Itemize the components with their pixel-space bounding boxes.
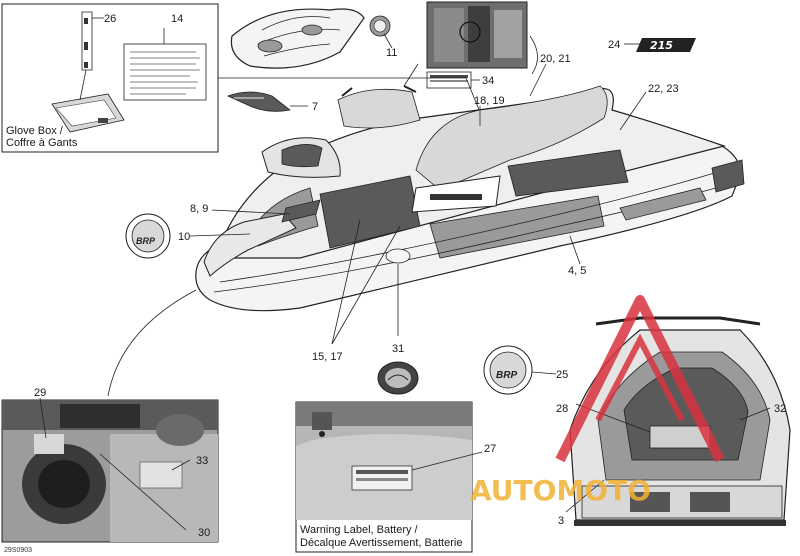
brp-logo-11: 11 bbox=[369, 15, 397, 59]
watermark: AUTOMOTO bbox=[470, 295, 725, 507]
glove-box-inset: 26 14 Glove Box / Coffre à Gants bbox=[1, 3, 219, 153]
decal-215: 215 24 bbox=[608, 38, 696, 52]
callout-30: 30 bbox=[198, 527, 210, 539]
warning-label-inset: 27 Warning Label, Battery / Décalque Ave… bbox=[295, 401, 496, 553]
warning-caption-line1: Warning Label, Battery / bbox=[300, 524, 419, 536]
warning-caption-line2: Décalque Avertissement, Batterie bbox=[300, 537, 462, 549]
callout-27: 27 bbox=[484, 443, 496, 455]
callout-11: 11 bbox=[386, 47, 397, 59]
watercraft-rear-view bbox=[569, 316, 791, 526]
battery-photo-inset: 29 33 30 bbox=[1, 387, 219, 543]
callout-15-17: 15, 17 bbox=[312, 351, 343, 363]
callout-24: 24 bbox=[608, 39, 620, 51]
diagram-code: 29S0903 bbox=[4, 547, 32, 554]
glove-box-caption-line1: Glove Box / bbox=[6, 125, 64, 137]
callout-33: 33 bbox=[196, 455, 208, 467]
callout-25: 25 bbox=[556, 369, 568, 381]
callout-26: 26 bbox=[104, 13, 116, 25]
round-decal-31 bbox=[377, 361, 419, 395]
callout-22-23: 22, 23 bbox=[648, 83, 679, 95]
engine-inset: 34 bbox=[426, 1, 528, 89]
decal-215-text: 215 bbox=[650, 39, 673, 52]
callout-32: 32 bbox=[774, 403, 786, 415]
callout-29: 29 bbox=[34, 387, 46, 399]
callout-28: 28 bbox=[556, 403, 568, 415]
watermark-text: AUTOMOTO bbox=[470, 474, 651, 507]
brp-logo-10-text: BRP bbox=[136, 236, 156, 246]
watercraft-main bbox=[195, 85, 745, 312]
callout-10: 10 bbox=[178, 231, 190, 243]
callout-4-5: 4, 5 bbox=[568, 265, 586, 277]
callout-8-9: 8, 9 bbox=[190, 203, 208, 215]
brp-logo-25-text: BRP bbox=[496, 370, 517, 381]
glove-box-caption-line2: Coffre à Gants bbox=[6, 137, 78, 149]
callout-31: 31 bbox=[392, 343, 404, 355]
callout-3: 3 bbox=[558, 515, 564, 527]
callout-34: 34 bbox=[482, 75, 494, 87]
strap-decal-7: 7 bbox=[226, 91, 318, 113]
callout-18-19: 18, 19 bbox=[474, 95, 505, 107]
brp-logo-10: BRP bbox=[125, 213, 171, 259]
callout-14: 14 bbox=[171, 13, 183, 25]
brp-logo-25: BRP bbox=[483, 345, 557, 395]
seat-illustration bbox=[230, 8, 365, 69]
callout-20-21: 20, 21 bbox=[540, 53, 571, 65]
callout-7: 7 bbox=[312, 101, 318, 113]
